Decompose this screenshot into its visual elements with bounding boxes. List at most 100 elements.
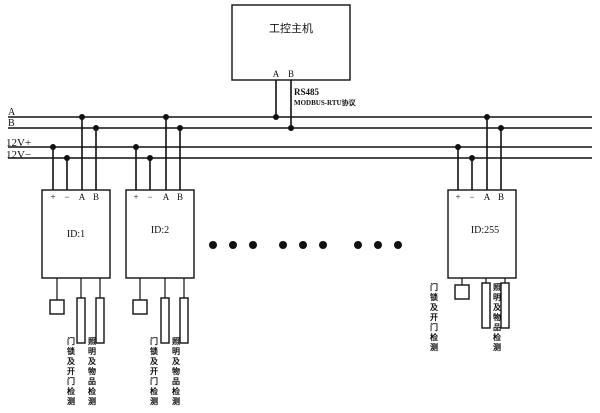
caption-char: 检 [150,386,158,396]
caption-char: 物 [172,366,180,376]
ellipsis-dot [354,241,362,249]
caption-char: 测 [430,342,438,352]
caption-char: 检 [88,386,96,396]
caption-char: 测 [67,396,75,406]
bus-label-b: B [8,118,15,129]
ellipsis-dot [299,241,307,249]
node-1-terminal-b: B [93,192,99,202]
bus-label-a: A [8,107,16,118]
junction-dot [469,155,475,161]
ellipsis-dots [209,241,402,249]
node-2-box [125,189,195,279]
caption-char: 及 [430,303,439,312]
caption-char: 锁 [150,346,158,356]
junction-dot [498,125,504,131]
node-255: + − A B ID:255 门 锁 及 开 门 检 测 照 明 及 物 品 检… [430,114,517,352]
node-1-light-sensor-2 [95,297,105,344]
caption-char: 锁 [430,292,438,302]
caption-char: 检 [493,332,501,342]
junction-dot [455,144,461,150]
node-2-terminal-plus: + [133,192,138,202]
node-1-id: ID:1 [67,229,85,240]
ellipsis-dot [374,241,382,249]
caption-char: 物 [88,366,96,376]
node-255-door-caption: 门 锁 及 开 门 检 测 [430,282,439,352]
protocol-label-modbus: MODBUS-RTU协议 [294,98,357,107]
caption-char: 照 [172,337,180,346]
node-2: + − A B ID:2 门 锁 及 开 门 检 测 照 明 及 物 品 检 测 [125,114,195,406]
caption-char: 及 [150,357,159,366]
junction-dot [484,114,490,120]
caption-char: 照 [493,283,501,292]
junction-dot [163,114,169,120]
junction-dot [273,114,279,120]
caption-char: 锁 [67,346,75,356]
caption-char: 明 [88,347,96,356]
caption-char: 检 [172,386,180,396]
caption-char: 品 [172,377,180,386]
node-1-box [41,189,111,279]
ellipsis-dot [209,241,217,249]
node-255-light-caption: 照 明 及 物 品 检 测 [493,283,502,352]
caption-char: 检 [430,332,438,342]
node-2-id: ID:2 [151,225,169,236]
caption-char: 及 [88,357,97,366]
junction-dot [93,125,99,131]
node-2-light-caption: 照 明 及 物 品 检 测 [172,337,181,406]
caption-char: 门 [67,376,75,386]
ellipsis-dot [279,241,287,249]
node-2-terminal-a: A [163,192,170,202]
caption-char: 及 [172,357,181,366]
node-2-terminal-minus: − [147,192,152,202]
ellipsis-dot [394,241,402,249]
node-1-terminal-plus: + [50,192,55,202]
caption-char: 检 [67,386,75,396]
junction-dot [133,144,139,150]
node-1-terminal-a: A [79,192,86,202]
caption-char: 门 [150,376,158,386]
node-1-door-sensor [49,299,65,315]
node-2-terminal-b: B [177,192,183,202]
host-port-b: B [288,69,294,79]
node-255-light-sensor-2 [500,282,510,329]
bus-label-12v-minus: 12V− [6,149,31,161]
caption-char: 开 [430,313,438,322]
caption-char: 门 [430,282,438,292]
caption-char: 明 [493,293,501,302]
node-255-terminal-a: A [484,192,491,202]
caption-char: 及 [67,357,76,366]
ellipsis-dot [319,241,327,249]
caption-char: 门 [430,322,438,332]
node-255-terminal-b: B [498,192,504,202]
node-1: + − A B ID:1 门 锁 及 开 门 检 测 照 明 及 物 品 检 测 [41,114,111,406]
node-255-terminal-plus: + [455,192,460,202]
junction-dot [50,144,56,150]
caption-char: 明 [172,347,180,356]
caption-char: 门 [150,336,158,346]
node-2-door-caption: 门 锁 及 开 门 检 测 [150,336,159,406]
caption-char: 测 [150,396,158,406]
caption-char: 测 [493,342,501,352]
caption-char: 及 [493,303,502,312]
node-255-terminal-minus: − [469,192,474,202]
protocol-label-rs485: RS485 [294,87,320,97]
caption-char: 开 [150,367,158,376]
node-2-door-sensor [132,299,148,315]
ellipsis-dot [249,241,257,249]
node-255-id: ID:255 [471,225,499,236]
caption-char: 品 [493,323,501,332]
caption-char: 测 [88,396,96,406]
node-2-light-sensor-1 [160,297,170,344]
host-computer-label: 工控主机 [269,21,313,35]
ellipsis-dot [229,241,237,249]
node-2-light-sensor-2 [179,297,189,344]
node-1-light-sensor-1 [76,297,86,344]
junction-dot [147,155,153,161]
caption-char: 开 [67,367,75,376]
junction-dot [64,155,70,161]
caption-char: 品 [88,377,96,386]
bus-label-12v-plus: 12V+ [6,137,31,149]
node-255-light-sensor-1 [481,282,491,329]
node-1-terminal-minus: − [64,192,69,202]
